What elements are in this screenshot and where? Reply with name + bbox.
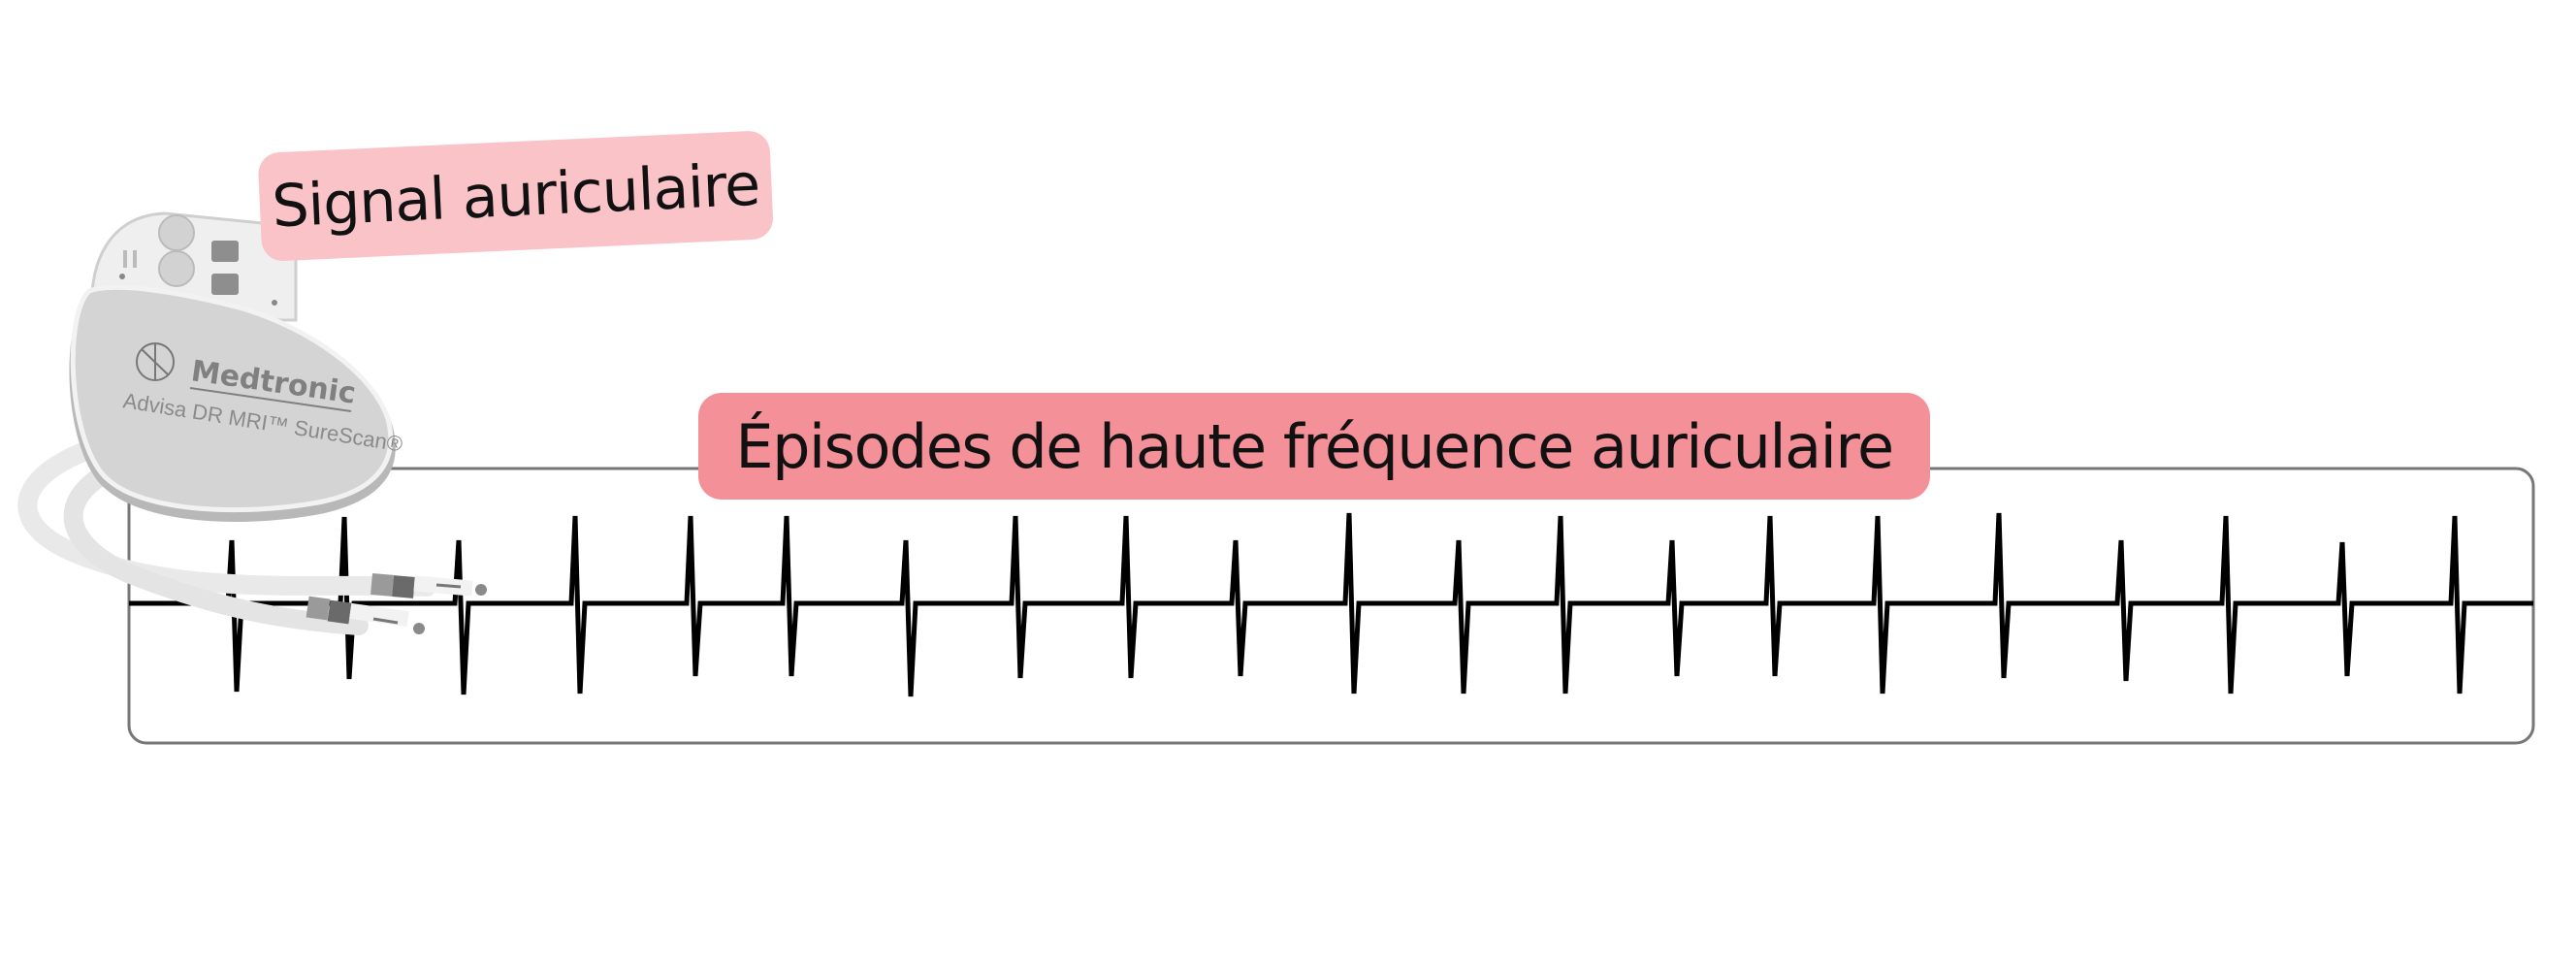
episodes-label: Épisodes de haute fréquence auriculaire [698, 393, 1930, 500]
episodes-label-text: Épisodes de haute fréquence auriculaire [735, 410, 1894, 482]
medtronic-logo-icon [136, 342, 175, 381]
signal-label: Signal auriculaire [257, 130, 774, 262]
lead-wires-icon [17, 432, 487, 635]
atrial-signal-trace [129, 512, 2533, 697]
signal-label-text: Signal auriculaire [270, 150, 761, 242]
